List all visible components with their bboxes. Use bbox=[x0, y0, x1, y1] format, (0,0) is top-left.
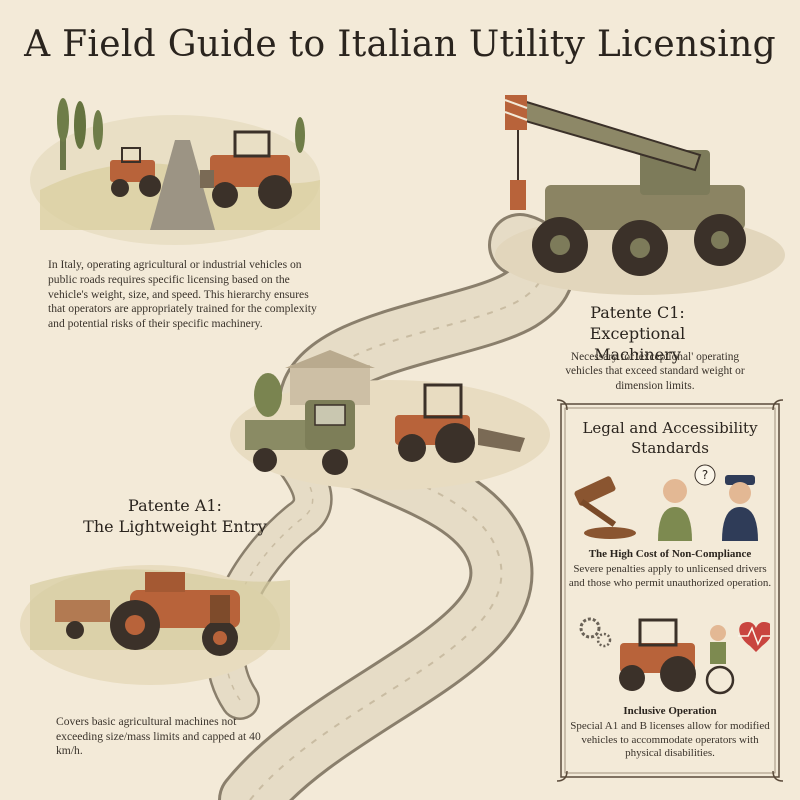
intro-scene-vignette bbox=[30, 98, 320, 245]
panel-title: Legal and Accessibility Standards bbox=[582, 419, 758, 457]
compliance-title: The High Cost of Non-Compliance bbox=[588, 548, 752, 560]
tractor-icon bbox=[619, 618, 696, 692]
patente-c1-heading-line1: Patente C1: bbox=[590, 303, 685, 322]
inclusive-text: Special A1 and B licenses allow for modi… bbox=[570, 720, 770, 760]
question-mark: ? bbox=[702, 468, 708, 482]
patente-a1-heading-line1: Patente A1: bbox=[128, 496, 222, 515]
heartbeat-icon bbox=[738, 622, 770, 652]
tractor-icon bbox=[110, 572, 240, 656]
farm-scene-vignette bbox=[230, 350, 550, 490]
police-officer-icon bbox=[722, 475, 758, 541]
tractor-icon bbox=[200, 130, 292, 209]
page-title: A Field Guide to Italian Utility Licensi… bbox=[24, 24, 776, 65]
crane-icon bbox=[495, 95, 785, 295]
patente-a1-heading: Patente A1: The Lightweight Entry bbox=[80, 495, 270, 537]
patente-c1-heading: Patente C1: Exceptional Machinery bbox=[545, 302, 730, 365]
ornate-frame bbox=[556, 399, 784, 782]
patente-c1-description: Necessary for 'exceptional' operating ve… bbox=[565, 351, 745, 392]
patente-a1-heading-line2: The Lightweight Entry bbox=[83, 517, 267, 536]
gears-icon bbox=[579, 617, 612, 648]
question-bubble-icon: ? bbox=[694, 464, 716, 486]
tractor-icon bbox=[395, 383, 525, 463]
inclusive-illustration bbox=[579, 617, 770, 695]
tractor-icon bbox=[110, 147, 161, 197]
wheelchair-user-icon bbox=[705, 625, 735, 695]
gavel-icon bbox=[574, 476, 636, 539]
confused-person-icon bbox=[658, 479, 692, 541]
truck-icon bbox=[245, 400, 355, 475]
inclusive-title: Inclusive Operation bbox=[623, 705, 717, 717]
patente-c1-heading-line2: Exceptional Machinery bbox=[589, 324, 686, 364]
intro-paragraph: In Italy, operating agricultural or indu… bbox=[48, 258, 317, 331]
legal-accessibility-panel: Legal and Accessibility Standards ? bbox=[556, 399, 784, 782]
patente-a1-description: Covers basic agricultural machines not e… bbox=[56, 715, 261, 758]
a1-scene-vignette bbox=[20, 565, 290, 685]
compliance-illustration: ? bbox=[574, 464, 758, 541]
compliance-text: Severe penalties apply to unlicensed dri… bbox=[568, 563, 772, 589]
